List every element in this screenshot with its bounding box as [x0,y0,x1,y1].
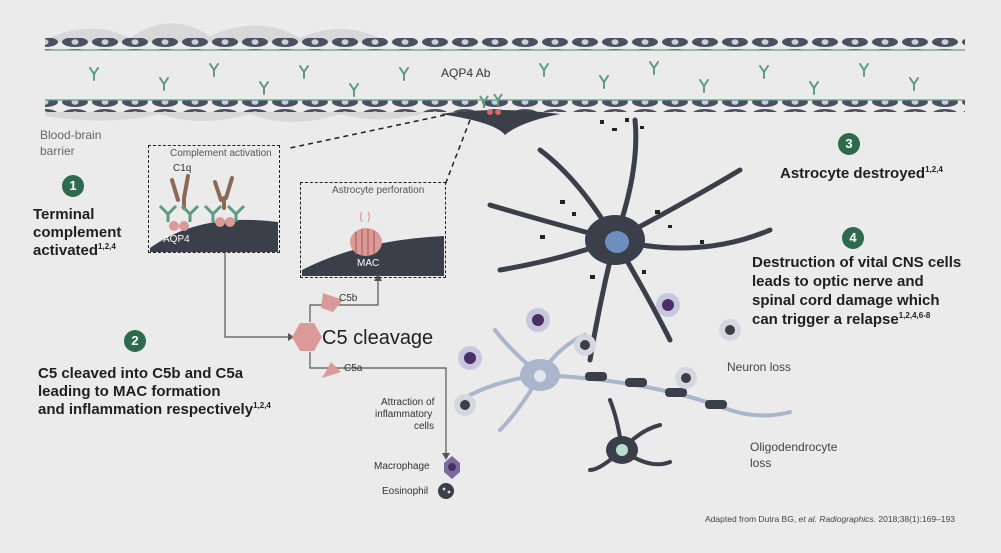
complement-activation-box [148,145,280,253]
step-4-line2: leads to optic nerve and [752,273,924,290]
vessel-wall-bottom-line [45,99,965,101]
step-1-line1: Terminal [33,206,95,223]
eosinophil-icon [438,483,454,499]
bbb-label-line1: Blood-brain [40,128,102,142]
astrocyte-endfoot [440,110,560,135]
perforation-box-illustration [302,211,444,276]
flow-arrows [224,252,447,455]
complement-box-illustration [150,174,278,252]
step-2-line1: C5 cleaved into C5b and C5a [38,365,244,382]
c5-hexagon [292,323,322,351]
vessel-bottom-texture [45,112,430,122]
citation: Adapted from Dutra BG, et al. Radiograph… [705,514,955,524]
inflammatory-cells [454,293,741,416]
c1q-label: C1q [173,163,192,174]
endfoot-antibodies [479,93,503,108]
oligo-loss-line1: Oligodendrocyte [750,440,838,454]
complement-box-title: Complement activation [170,148,272,159]
vessel-wall-bottom [45,100,965,112]
step-2-line3: and inflammation respectively1,2,4 [38,401,271,418]
step-1-refs: 1,2,4 [98,242,116,251]
step-4-refs: 1,2,4,6-8 [898,311,931,320]
step-2-line2: leading to MAC formation [38,383,221,400]
step-1-line3: activated1,2,4 [33,242,116,259]
neuron-loss-label: Neuron loss [727,360,792,374]
vessel-top-texture [45,23,380,42]
step-1-badge: 1 [62,175,84,197]
attraction-line2: inflammatory [375,409,433,420]
oligo-loss-line2: loss [750,456,772,470]
vessel-wall-top [45,38,965,50]
step-3-badge: 3 [838,133,860,155]
vessel-wall-top-line [45,49,965,51]
step-4-line4: can trigger a relapse1,2,4,6-8 [752,311,931,328]
perforation-box-title: Astrocyte perforation [332,185,425,196]
step-2-refs: 1,2,4 [253,401,271,410]
attraction-line3: cells [414,421,435,432]
bbb-label-line2: barrier [40,144,75,158]
mac-label: MAC [357,258,380,269]
astrocyte-nucleus [605,231,629,253]
step-3-text: Astrocyte destroyed1,2,4 [780,165,943,182]
astrocyte-perforation-box [300,182,446,278]
c5a-label: C5a [344,363,363,374]
aqp4-ab-label: AQP4 Ab [441,66,491,80]
astrocyte-debris [540,118,704,279]
step-2-badge: 2 [124,330,146,352]
myelin-segments [585,372,727,409]
c5b-label: C5b [339,293,358,304]
c5a-fragment [322,362,341,378]
attraction-line1: Attraction of [381,397,435,408]
step-3-refs: 1,2,4 [925,165,943,174]
step-4-line3: spinal cord damage which [752,292,940,309]
step-4-badge: 4 [842,227,864,249]
lumen-antibodies [89,61,919,97]
step-4-line1: Destruction of vital CNS cells [752,254,962,271]
step-1-line2: complement [33,224,122,241]
aqp4-label: AQP4 [163,234,190,245]
eosinophil-label: Eosinophil [382,486,429,497]
c5-cleavage-label: C5 cleavage [322,327,434,349]
macrophage-label: Macrophage [374,461,430,472]
endfoot-complement [487,109,493,115]
c5b-fragment [321,293,343,312]
